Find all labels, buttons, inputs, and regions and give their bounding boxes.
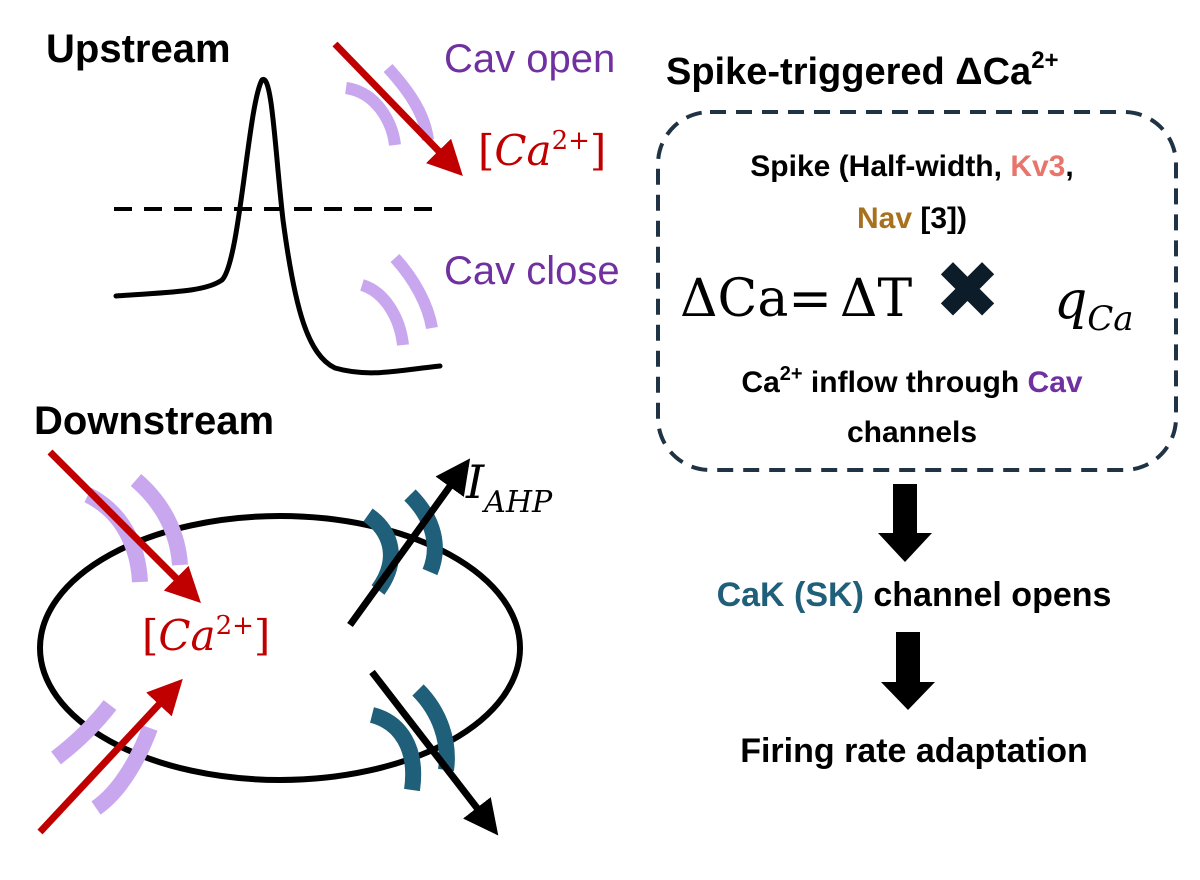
down-arrow-to-firing <box>881 632 935 710</box>
downstream-title: Downstream <box>34 399 274 443</box>
ca-inflow-line: Ca2+ inflow through Cav <box>741 363 1082 399</box>
equation-lhs: ΔCa=ΔT <box>680 269 912 329</box>
cav-open-channel <box>344 63 434 146</box>
spike-triggered-title: Spike-triggered ΔCa2+ <box>666 47 1059 93</box>
sk-channel-bottom <box>369 684 455 792</box>
spike-waveform <box>113 77 443 376</box>
channels-line: channels <box>847 416 977 449</box>
iahp-efflux-arrow-bottom <box>369 669 499 836</box>
cell-membrane <box>37 513 523 783</box>
upstream-title: Upstream <box>46 27 231 71</box>
equation-q-ca: qCa <box>1054 271 1134 339</box>
upstream-ca-influx-arrow <box>332 41 463 177</box>
iahp-label: IAHP <box>465 455 553 520</box>
iahp-efflux-arrow-top <box>347 458 471 628</box>
downstream-cav-channel-bottom <box>51 700 158 815</box>
downstream-ca-influx-arrow-top <box>47 449 201 603</box>
spike-nav-line: Nav [3]) <box>857 202 967 235</box>
cav-open-label: Cav open <box>444 37 615 81</box>
multiply-icon: ✖ <box>934 246 1001 335</box>
down-arrow-to-cak <box>878 484 932 562</box>
cak-channel-opens: CaK (SK) channel opens <box>717 576 1112 614</box>
firing-rate-adaptation: Firing rate adaptation <box>740 732 1088 770</box>
cav-close-label: Cav close <box>444 249 620 293</box>
downstream-ca-concentration: [Ca2+] <box>142 611 270 660</box>
downstream-ca-influx-arrow-bottom <box>37 678 183 835</box>
spike-half-width-line: Spike (Half-width, Kv3, <box>750 150 1073 183</box>
upstream-ca-concentration: [Ca2+] <box>478 126 606 175</box>
cav-close-channel <box>359 253 438 346</box>
